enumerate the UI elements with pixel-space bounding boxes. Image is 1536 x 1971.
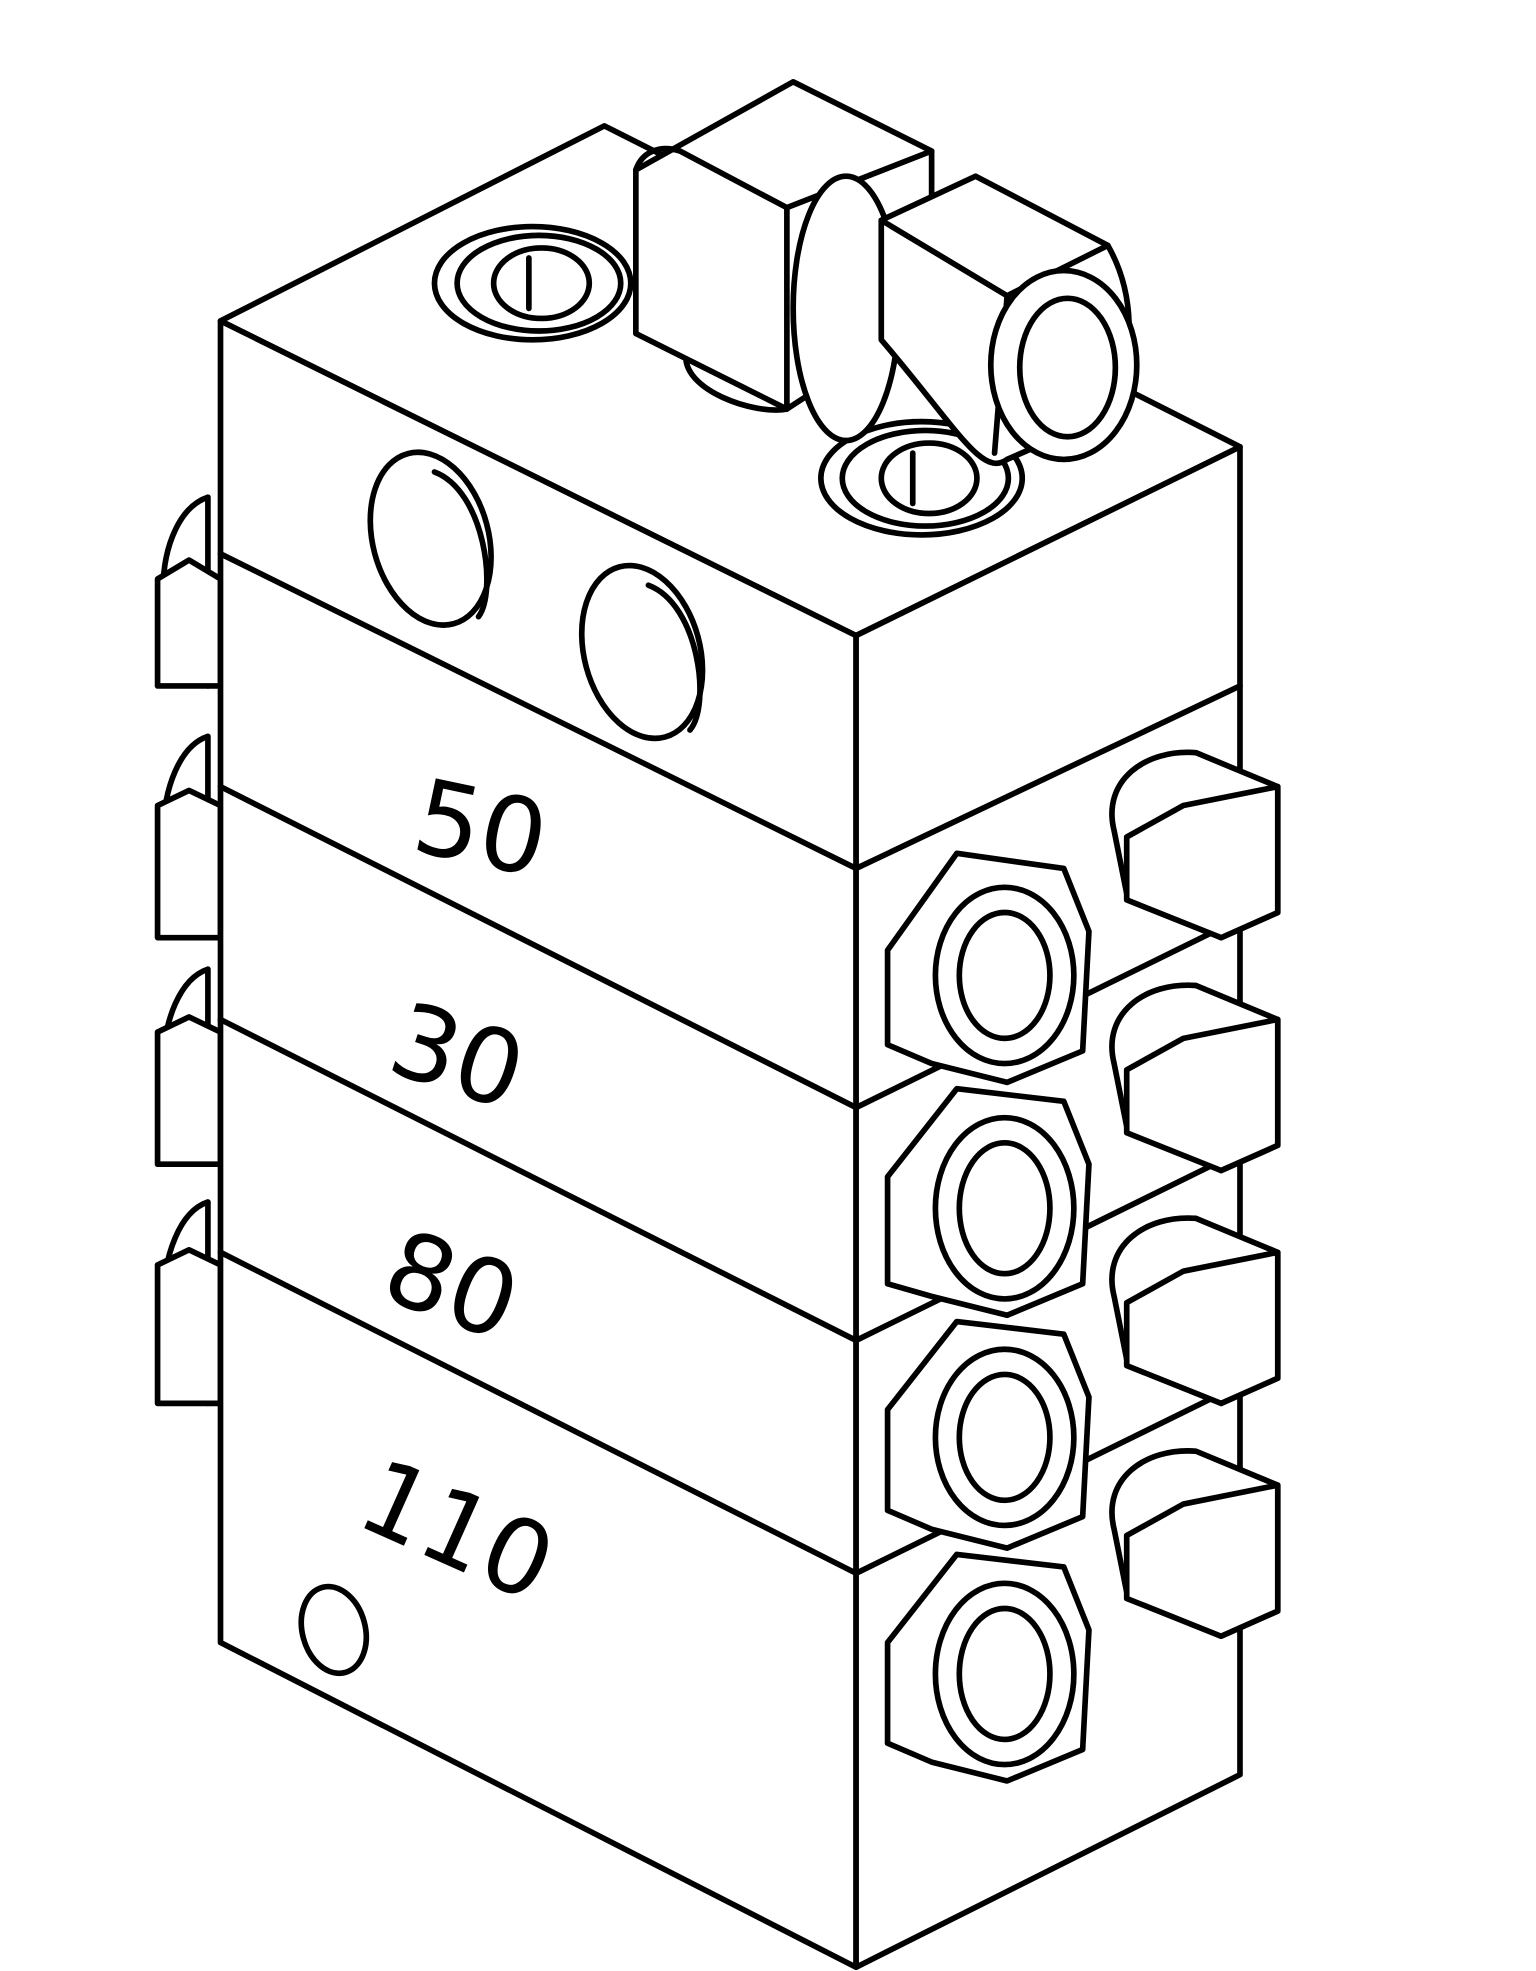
right-plugs [1109,749,1281,1640]
right-plug-3 [1109,1215,1281,1407]
inlet-elbow-fitting [633,78,1140,467]
outlet-fitting-2 [884,1085,1092,1319]
left-plugs [154,494,224,1407]
right-plug-4 [1109,1448,1281,1640]
outlet-fitting-3 [884,1318,1092,1551]
top-plug-right [818,418,1026,538]
right-plug-1 [1109,749,1281,941]
top-plug-left [431,223,634,343]
right-plug-2 [1109,982,1281,1174]
left-plug-3 [154,966,224,1168]
section-label-1: 50 [404,757,557,902]
outlet-fitting-1 [884,850,1092,1086]
left-plug-2 [154,733,224,941]
front-ports [367,449,706,742]
right-outlet-fittings [884,850,1092,1784]
left-plug-1 [154,494,224,689]
bottom-hole [298,1583,370,1677]
outlet-fitting-4 [884,1551,1092,1784]
left-plug-4 [154,1199,224,1407]
